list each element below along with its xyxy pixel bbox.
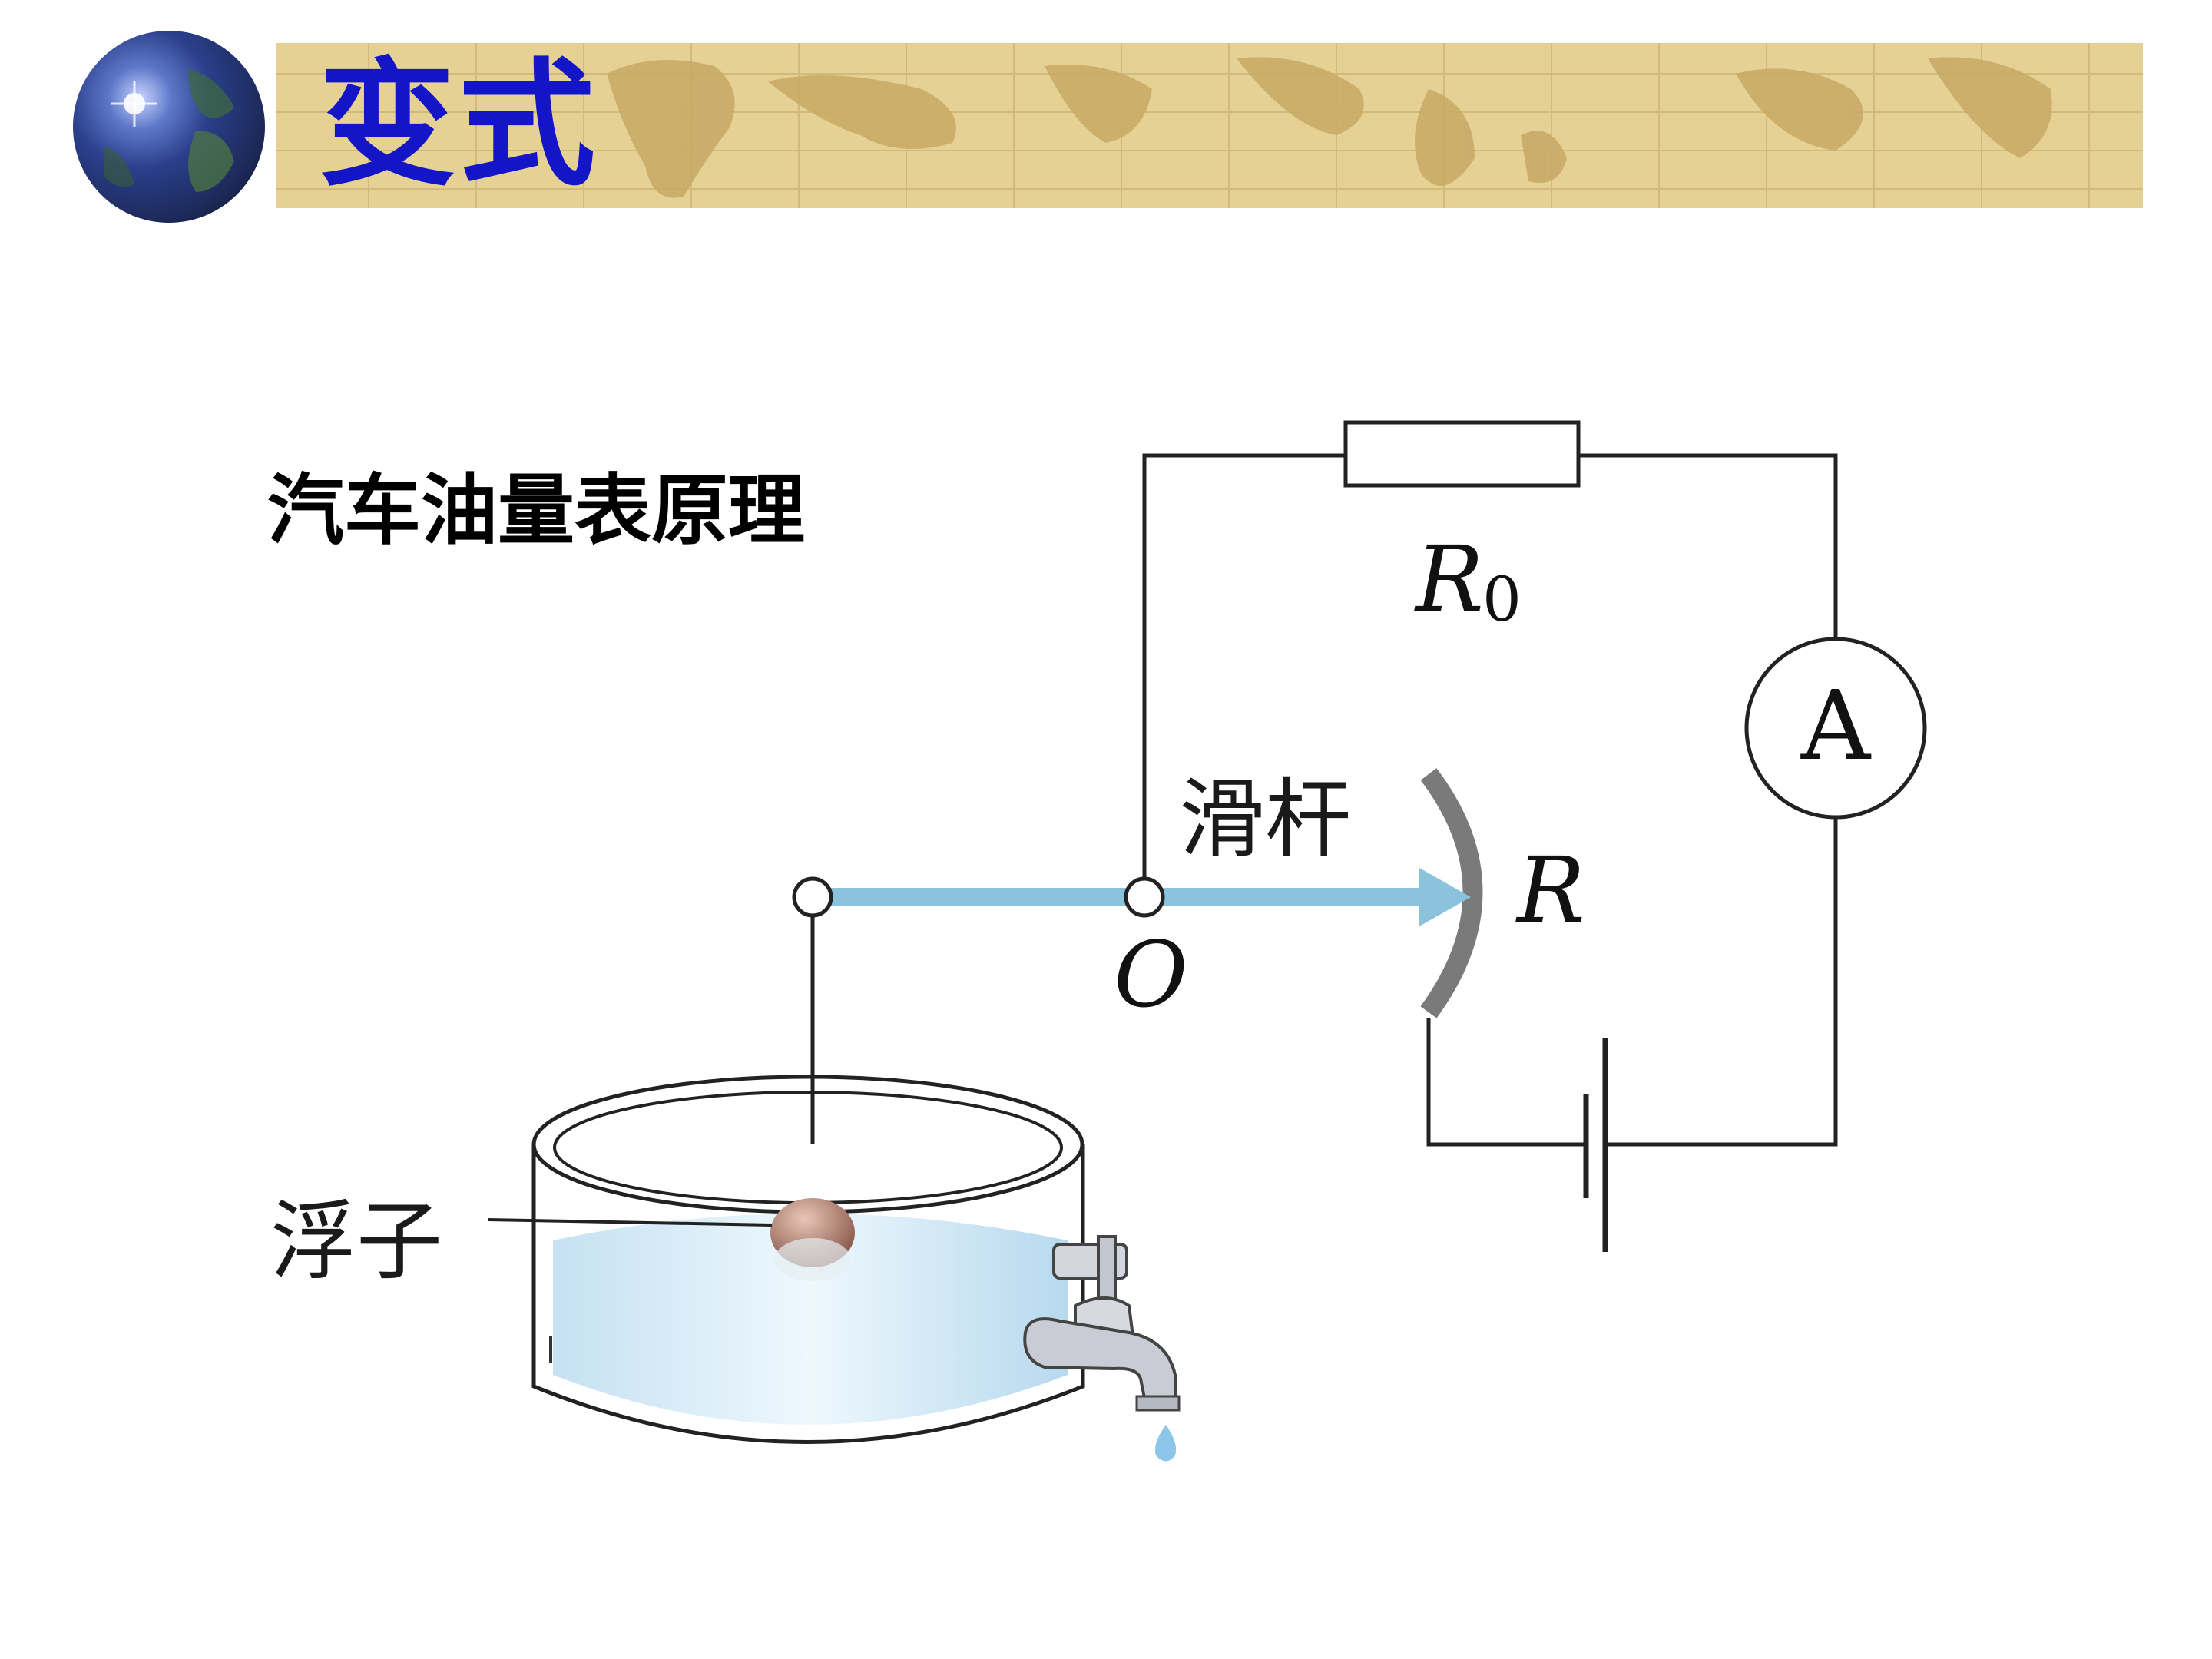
slide-header: 变式 xyxy=(0,0,2212,246)
slide-title: 变式 xyxy=(319,44,598,204)
float-label-leader xyxy=(487,1218,773,1227)
world-map-icon xyxy=(276,43,2143,208)
globe-icon xyxy=(73,31,265,223)
fuel-tank xyxy=(531,1075,1085,1444)
water-drop-icon xyxy=(1154,1425,1177,1462)
fixed-resistor-r0 xyxy=(1343,420,1581,488)
globe-land-icon xyxy=(104,69,234,192)
label-r0: R xyxy=(1414,526,1484,632)
rod-end-joint xyxy=(792,876,833,918)
diagram-caption: 汽车油量表原理 xyxy=(267,465,805,555)
fuel-liquid xyxy=(553,1214,1068,1425)
faucet-icon xyxy=(1023,1235,1181,1412)
slider-arrow-icon xyxy=(1419,868,1471,926)
battery xyxy=(1583,1038,1608,1252)
variable-resistor-arc xyxy=(1420,768,1483,1018)
label-ammeter: A xyxy=(1800,671,1872,782)
circuit-wires xyxy=(1142,453,1838,1147)
label-pivot-o: O xyxy=(1114,922,1188,1028)
label-r0-subscript: 0 xyxy=(1482,564,1522,635)
ammeter xyxy=(1744,637,1927,820)
label-float: 浮子 xyxy=(270,1192,442,1292)
label-slider-rod: 滑杆 xyxy=(1179,770,1351,869)
pivot-point xyxy=(1124,876,1165,918)
map-banner xyxy=(276,43,2143,208)
label-resistor-r: R xyxy=(1515,837,1585,943)
